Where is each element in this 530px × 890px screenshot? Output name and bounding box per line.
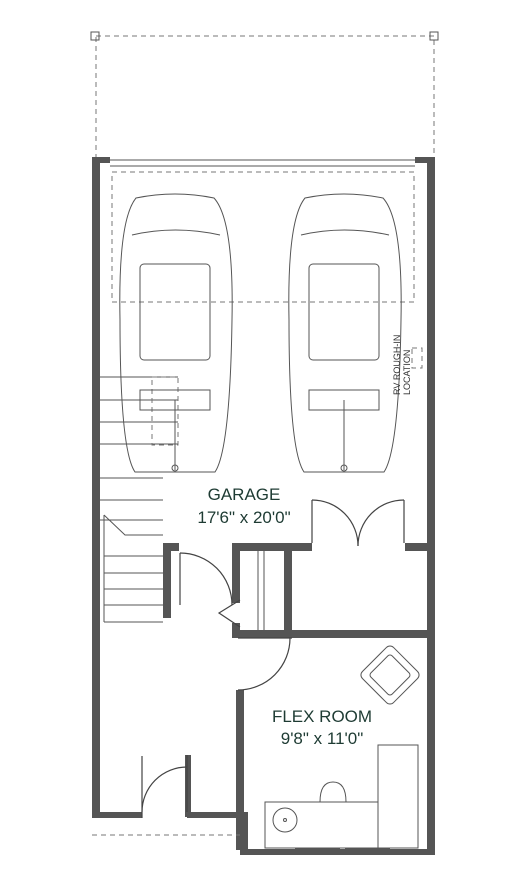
closet	[217, 551, 265, 630]
car-right	[288, 193, 402, 473]
exterior-walls	[92, 157, 435, 855]
garage-dimensions: 17'6" x 20'0"	[197, 508, 290, 527]
rough-in-label-line2: LOCATION	[402, 350, 412, 395]
entry-door[interactable]	[141, 755, 188, 818]
car-left	[119, 193, 233, 473]
lower-stairs	[103, 514, 163, 623]
armchair	[360, 645, 420, 705]
flex-room-name: FLEX ROOM	[272, 707, 372, 726]
rough-in-marker	[411, 347, 423, 369]
garage-stairs	[100, 376, 179, 521]
flex-room-door[interactable]	[237, 637, 292, 691]
garage-door[interactable]	[110, 159, 415, 167]
rough-in-label-line1: RV ROUGH-IN	[392, 335, 402, 395]
hall-door[interactable]	[179, 552, 233, 606]
rv-dashed-area	[111, 171, 415, 303]
garage-name: GARAGE	[208, 485, 281, 504]
desk	[264, 744, 419, 849]
driveway-outline	[90, 31, 439, 161]
interior-walls	[163, 543, 435, 850]
double-door[interactable]	[311, 499, 405, 547]
flex-room-dimensions: 9'8" x 11'0"	[281, 729, 364, 748]
